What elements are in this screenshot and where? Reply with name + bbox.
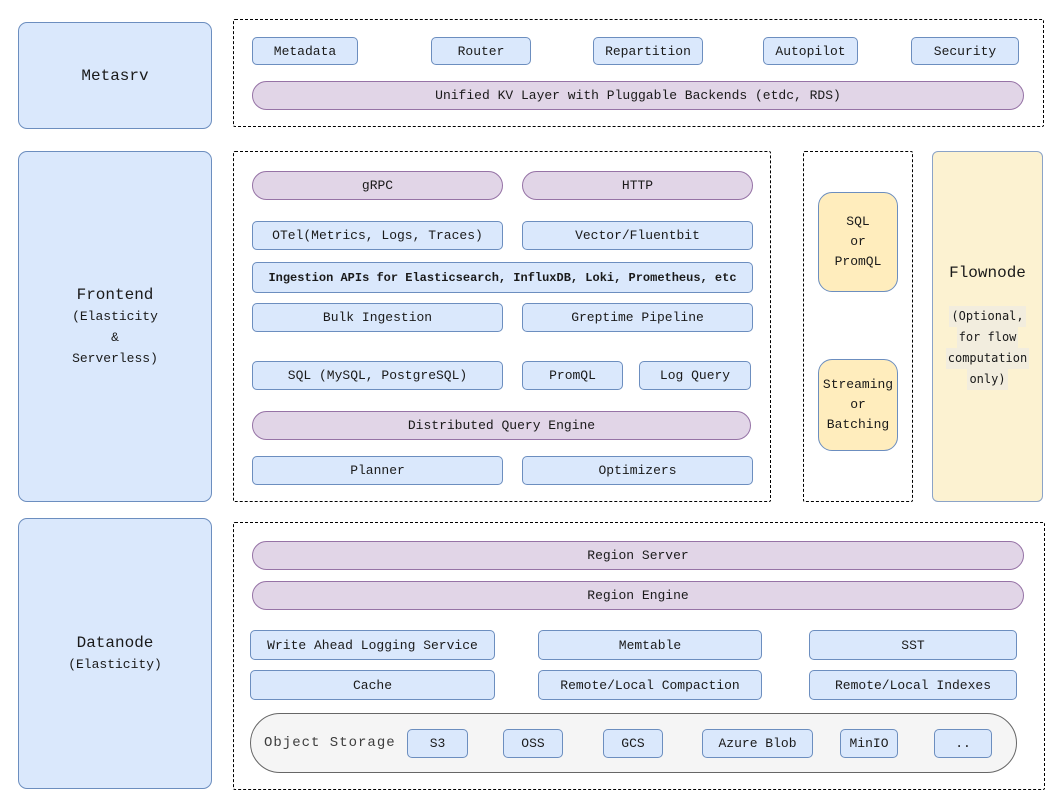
- streaming-or-batching-line-1: Streaming: [822, 377, 894, 392]
- frontend-node: Frontend (Elasticity & Serverless): [18, 151, 212, 502]
- ingestion-apis-label: Ingestion APIs for Elasticsearch, Influx…: [268, 270, 737, 285]
- frontend-sub-1: (Elasticity: [72, 309, 158, 324]
- sql-protocol-box: SQL (MySQL, PostgreSQL): [252, 361, 503, 390]
- compaction-box: Remote/Local Compaction: [538, 670, 762, 700]
- metasrv-label: Metasrv: [81, 66, 149, 85]
- frontend-sub-3: Serverless): [72, 351, 158, 366]
- region-engine-label: Region Engine: [587, 588, 689, 603]
- azure-blob-label: Azure Blob: [718, 736, 797, 751]
- frontend-layer-group: [233, 151, 771, 502]
- region-engine-pill: Region Engine: [252, 581, 1024, 610]
- wal-service-box: Write Ahead Logging Service: [250, 630, 495, 660]
- sql-protocol-label: SQL (MySQL, PostgreSQL): [287, 368, 468, 383]
- flownode-sub-1: (Optional,: [949, 305, 1026, 327]
- region-server-label: Region Server: [587, 548, 689, 563]
- flownode-sub-3: computation: [945, 347, 1030, 369]
- autopilot-label: Autopilot: [775, 43, 846, 59]
- planner-box: Planner: [252, 456, 503, 485]
- flownode-label: Flownode: [949, 263, 1026, 282]
- router-label: Router: [457, 43, 505, 59]
- sst-box: SST: [809, 630, 1017, 660]
- streaming-or-batching-line-3: Batching: [826, 417, 890, 432]
- promql-box: PromQL: [522, 361, 623, 390]
- datanode-label: Datanode: [76, 634, 154, 652]
- bulk-ingestion-box: Bulk Ingestion: [252, 303, 503, 332]
- frontend-sub-2: &: [111, 330, 119, 345]
- http-label: HTTP: [621, 178, 654, 193]
- unified-kv-layer-label: Unified KV Layer with Pluggable Backends…: [435, 88, 841, 103]
- sql-or-promql-line-1: SQL: [846, 214, 870, 229]
- metadata-label: Metadata: [273, 43, 337, 59]
- repartition-label: Repartition: [605, 43, 691, 59]
- memtable-box: Memtable: [538, 630, 762, 660]
- router-box: Router: [431, 37, 531, 65]
- minio-label: MinIO: [849, 736, 889, 751]
- datanode-sub: (Elasticity): [68, 657, 162, 672]
- repartition-box: Repartition: [593, 37, 703, 65]
- security-label: Security: [933, 43, 997, 59]
- datanode-layer-group: [233, 522, 1045, 790]
- optimizers-label: Optimizers: [598, 463, 677, 478]
- more-stores-label: ..: [955, 736, 971, 751]
- flownode-node: Flownode (Optional, for flow computation…: [932, 151, 1043, 502]
- sql-or-promql-line-3: PromQL: [834, 254, 882, 269]
- bulk-ingestion-label: Bulk Ingestion: [322, 310, 433, 325]
- indexes-label: Remote/Local Indexes: [834, 677, 992, 693]
- cache-label: Cache: [352, 677, 392, 693]
- memtable-label: Memtable: [618, 637, 682, 653]
- otel-label: OTel(Metrics, Logs, Traces): [272, 228, 483, 243]
- greptime-pipeline-label: Greptime Pipeline: [571, 310, 704, 325]
- promql-label: PromQL: [549, 368, 596, 383]
- s3-label: S3: [429, 736, 446, 751]
- indexes-box: Remote/Local Indexes: [809, 670, 1017, 700]
- flownode-sub-2: for flow: [956, 326, 1019, 348]
- gcs-box: GCS: [603, 729, 663, 758]
- gcs-label: GCS: [621, 736, 645, 751]
- frontend-label: Frontend: [76, 286, 154, 304]
- flow-bridge-group: [803, 151, 913, 502]
- flownode-sub-4: only): [967, 368, 1008, 390]
- optimizers-box: Optimizers: [522, 456, 753, 485]
- object-storage-label: Object Storage: [264, 735, 396, 751]
- sql-or-promql-line-2: or: [850, 234, 866, 249]
- metasrv-layer-group: [233, 19, 1044, 127]
- planner-label: Planner: [350, 463, 405, 478]
- datanode-node: Datanode (Elasticity): [18, 518, 212, 789]
- wal-service-label: Write Ahead Logging Service: [267, 637, 478, 653]
- minio-box: MinIO: [840, 729, 898, 758]
- grpc-label: gRPC: [361, 178, 394, 193]
- cache-box: Cache: [250, 670, 495, 700]
- log-query-label: Log Query: [659, 368, 731, 383]
- greptime-pipeline-box: Greptime Pipeline: [522, 303, 753, 332]
- security-box: Security: [911, 37, 1019, 65]
- streaming-or-batching-line-2: or: [850, 397, 866, 412]
- more-stores-box: ..: [934, 729, 992, 758]
- azure-blob-box: Azure Blob: [702, 729, 813, 758]
- ingestion-apis-box: Ingestion APIs for Elasticsearch, Influx…: [252, 262, 753, 293]
- metasrv-node: Metasrv: [18, 22, 212, 129]
- compaction-label: Remote/Local Compaction: [560, 677, 740, 693]
- otel-box: OTel(Metrics, Logs, Traces): [252, 221, 503, 250]
- vector-fluentbit-box: Vector/Fluentbit: [522, 221, 753, 250]
- unified-kv-layer-pill: Unified KV Layer with Pluggable Backends…: [252, 81, 1024, 110]
- sst-label: SST: [901, 637, 925, 653]
- log-query-box: Log Query: [639, 361, 751, 390]
- autopilot-box: Autopilot: [763, 37, 858, 65]
- oss-label: OSS: [521, 736, 545, 751]
- metadata-box: Metadata: [252, 37, 358, 65]
- streaming-or-batching-box: Streaming or Batching: [818, 359, 898, 451]
- distributed-query-engine-pill: Distributed Query Engine: [252, 411, 751, 440]
- http-pill: HTTP: [522, 171, 753, 200]
- oss-box: OSS: [503, 729, 563, 758]
- distributed-query-engine-label: Distributed Query Engine: [407, 418, 596, 433]
- region-server-pill: Region Server: [252, 541, 1024, 570]
- grpc-pill: gRPC: [252, 171, 503, 200]
- vector-fluentbit-label: Vector/Fluentbit: [575, 228, 700, 243]
- s3-box: S3: [407, 729, 468, 758]
- sql-or-promql-box: SQL or PromQL: [818, 192, 898, 292]
